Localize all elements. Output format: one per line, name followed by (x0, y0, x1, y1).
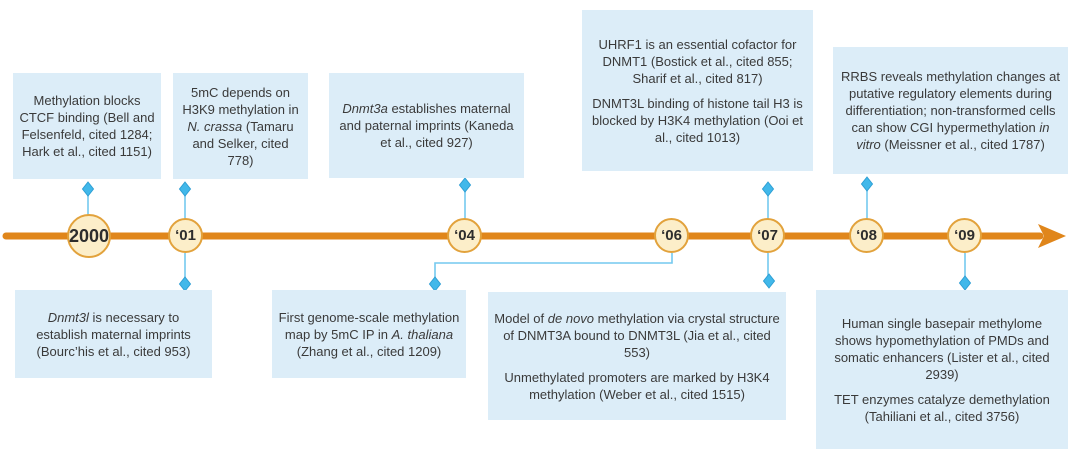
event-box-methylome-tet: Human single basepair methylome shows hy… (816, 290, 1068, 449)
diamond-marker-icon (178, 181, 192, 197)
event-box-de-novo-model: Model of de novo methylation via crystal… (488, 292, 786, 420)
diamond-marker-icon (958, 275, 972, 291)
event-box-dnmt3a-imprints: Dnmt3a establishes maternal and paternal… (329, 73, 524, 178)
event-box-dnmt3l-imprints: Dnmt3l is necessary to establish materna… (15, 290, 212, 378)
diamond-marker-icon (458, 177, 472, 193)
diamond-marker-icon (178, 276, 192, 292)
year-marker-07: ‘07 (750, 218, 785, 253)
diamond-marker-icon (428, 276, 442, 292)
diamond-marker-icon (762, 273, 776, 289)
year-marker-08: ‘08 (849, 218, 884, 253)
event-box-rrbs: RRBS reveals methylation changes at puta… (833, 47, 1068, 174)
connector-elbow-line (434, 253, 673, 283)
event-box-uhrf1-dnmt3l: UHRF1 is an essential cofactor for DNMT1… (582, 10, 813, 171)
year-marker-04: ‘04 (447, 218, 482, 253)
diamond-marker-icon (81, 181, 95, 197)
event-box-5mc-h3k9: 5mC depends on H3K9 methylation in N. cr… (173, 73, 308, 179)
arrow-right-icon (1038, 224, 1066, 248)
diamond-marker-icon (860, 176, 874, 192)
year-marker-09: ‘09 (947, 218, 982, 253)
event-box-genome-scale-map: First genome-scale methylation map by 5m… (272, 290, 466, 378)
year-marker-2000: 2000 (67, 214, 111, 258)
diamond-marker-icon (761, 181, 775, 197)
year-marker-01: ‘01 (168, 218, 203, 253)
event-box-ctcf-binding: Methylation blocks CTCF binding (Bell an… (13, 73, 161, 179)
year-marker-06: ‘06 (654, 218, 689, 253)
